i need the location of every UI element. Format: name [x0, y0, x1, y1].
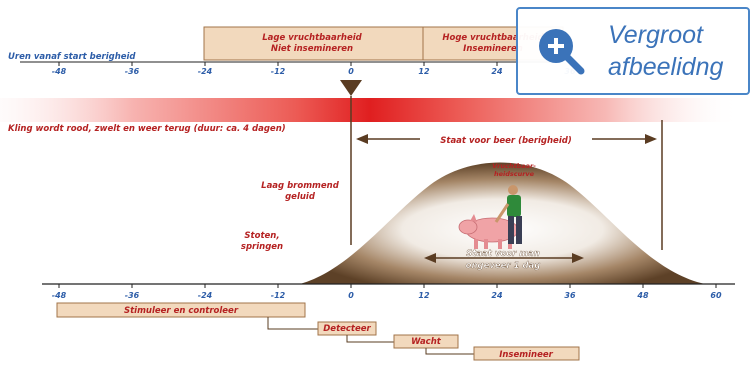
enlarge-label-line1: Vergroot — [608, 21, 703, 49]
bottom-tick-label: -48 — [52, 291, 67, 300]
step-connector-3 — [425, 348, 474, 355]
time-zero-marker — [340, 80, 362, 96]
bottom-tick-label: 36 — [564, 291, 576, 300]
step-inseminate-box — [473, 346, 580, 361]
phase-low-box — [203, 26, 424, 61]
boar-label-bg — [420, 132, 592, 146]
vulva-label: Kling wordt rood, zwelt en weer terug (d… — [8, 124, 286, 134]
man-arrow-right-head — [572, 253, 584, 263]
push-label-line2: springen — [241, 242, 283, 252]
step-connector-1 — [267, 317, 318, 330]
pig-and-farmer-illustration — [458, 185, 522, 249]
phase-low-line1: Lage vruchtbaarheid — [262, 33, 362, 43]
vulva-red-band — [0, 98, 740, 122]
bottom-tick-label: 0 — [348, 291, 354, 300]
bottom-tick-label: 24 — [491, 291, 503, 300]
grunt-label-line1: Laag brommend — [261, 181, 340, 191]
man-label-line1: Staat voor man — [466, 249, 540, 259]
top-axis-title: Uren vanaf start berigheid — [8, 52, 136, 62]
enlarge-label-line2: afbeelidng — [608, 53, 724, 81]
boar-label: Staat voor beer (berigheid) — [440, 136, 572, 146]
bottom-tick-label: -24 — [198, 291, 213, 300]
bottom-tick-label: 60 — [710, 291, 722, 300]
man-arrow-left-head — [424, 253, 436, 263]
bottom-tick-label: 48 — [636, 291, 649, 300]
top-tick-label: -12 — [271, 67, 286, 76]
step-connector-2 — [346, 335, 394, 343]
bottom-tick-label: -36 — [125, 291, 140, 300]
curve-label-line1: Vruchtbaar- — [492, 162, 536, 170]
top-tick-label: -36 — [125, 67, 140, 76]
top-tick-label: -48 — [52, 67, 67, 76]
step-detect-label: Detecteer — [323, 324, 371, 334]
phase-high-line1: Hoge vruchtbaarheid — [442, 33, 544, 43]
curve-label-line2: heidscurve — [494, 170, 535, 178]
top-tick-label: -24 — [198, 67, 213, 76]
bottom-tick-label: 12 — [418, 291, 430, 300]
step-inseminate-label: Insemineer — [499, 350, 553, 360]
step-stimulate-box — [56, 302, 306, 318]
man-label-line2: ongeveer 1 dag — [466, 261, 541, 271]
top-tick-label: 24 — [491, 67, 503, 76]
step-stimulate-label: Stimuleer en controleer — [124, 306, 239, 316]
enlarge-image-label: Vergroot afbeelidng — [608, 19, 748, 83]
step-wait-label: Wacht — [411, 337, 442, 347]
bottom-tick-label: -12 — [271, 291, 286, 300]
top-tick-label: 0 — [348, 67, 354, 76]
phase-high-line2: Insemineren — [463, 44, 523, 54]
bottom-axis-ticks — [58, 284, 717, 288]
phase-low-line2: Niet insemineren — [271, 44, 353, 54]
boar-arrow-left-head — [356, 134, 368, 144]
zoom-in-icon — [539, 29, 585, 75]
push-label-line1: Stoten, — [244, 231, 279, 241]
grunt-label-line2: geluid — [285, 192, 316, 202]
enlarge-image-button[interactable]: Vergroot afbeelidng — [516, 7, 750, 95]
boar-arrow-right-head — [645, 134, 657, 144]
top-tick-label: 12 — [418, 67, 430, 76]
